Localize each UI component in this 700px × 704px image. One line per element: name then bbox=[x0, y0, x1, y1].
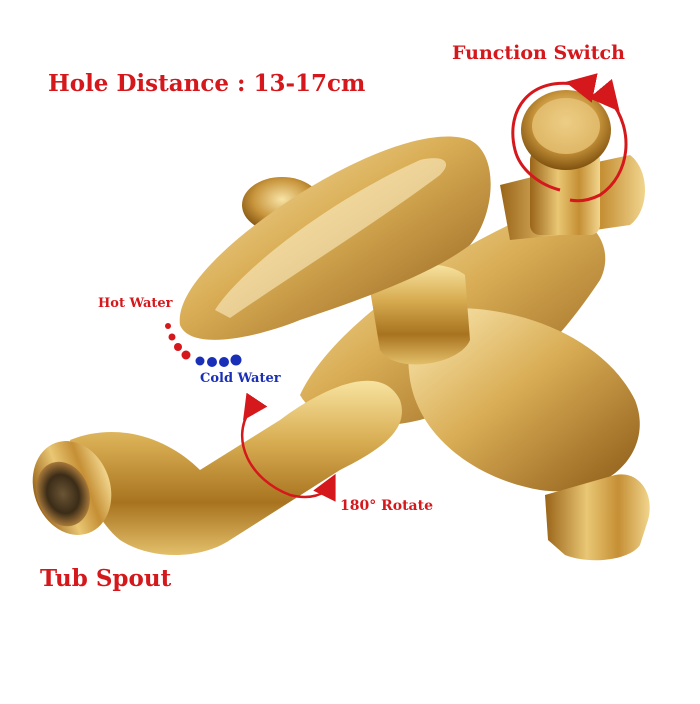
switch-column bbox=[530, 150, 600, 235]
right-cover bbox=[408, 308, 640, 492]
tub-spout-body bbox=[70, 380, 402, 555]
cold-water-dots bbox=[195, 354, 242, 367]
cold-water-label: Cold Water bbox=[200, 371, 281, 386]
bottom-right-nut bbox=[545, 474, 650, 561]
hot-water-dots bbox=[165, 323, 191, 360]
tub-spout-label: Tub Spout bbox=[40, 565, 172, 592]
function-switch-label: Function Switch bbox=[452, 42, 625, 64]
lever-highlight bbox=[215, 158, 447, 318]
switch-rotate-arrow-left bbox=[511, 73, 598, 192]
rotate-label: 180° Rotate bbox=[340, 498, 433, 514]
hot-water-label: Hot Water bbox=[98, 296, 173, 311]
hole-distance-label: Hole Distance : 13-17cm bbox=[48, 70, 366, 97]
spout-aerator bbox=[36, 461, 90, 527]
handle-neck bbox=[370, 264, 470, 365]
switch-rotate-arrow-right bbox=[569, 78, 628, 203]
knob-top-face bbox=[532, 98, 600, 154]
spout-rotate-arrow bbox=[240, 392, 336, 502]
